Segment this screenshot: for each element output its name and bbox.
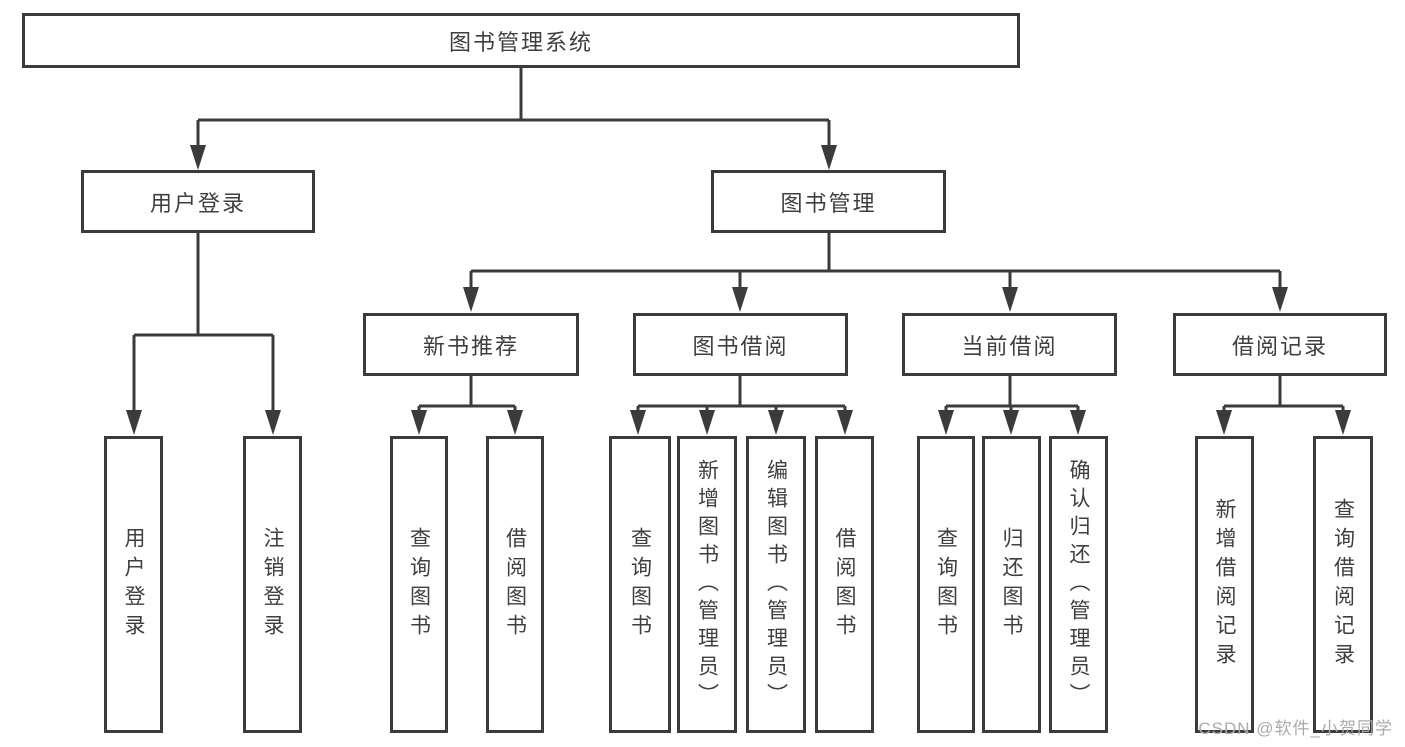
node-label: 新书推荐 (422, 333, 519, 359)
connector-current-borrow (938, 376, 1086, 435)
leaf-borrow-books-recommend: 借阅图书 (486, 436, 544, 733)
node-user-login: 用户登录 (81, 170, 315, 233)
node-label: 当前借阅 (961, 333, 1058, 359)
leaf-confirm-return-admin: 确认归还（管理员） (1049, 436, 1108, 733)
node-book-borrow: 图书借阅 (633, 313, 848, 376)
leaf-label: 查询图书 (934, 526, 958, 643)
watermark-text: CSDN @软件_小贺同学 (1198, 719, 1393, 738)
leaf-query-borrow-record: 查询借阅记录 (1313, 436, 1373, 733)
node-label: 图书管理 (780, 190, 877, 216)
leaf-label: 借阅图书 (833, 526, 856, 643)
leaf-user-login: 用户登录 (104, 436, 163, 733)
node-borrow-records: 借阅记录 (1173, 313, 1387, 376)
connector-new-book-recommend (411, 376, 523, 435)
leaf-label: 新增图书（管理员） (695, 458, 719, 711)
leaf-borrow-books-borrow: 借阅图书 (815, 436, 874, 733)
leaf-return-books: 归还图书 (982, 436, 1041, 733)
leaf-add-books-admin: 新增图书（管理员） (677, 436, 737, 733)
node-current-borrow: 当前借阅 (902, 313, 1117, 376)
node-label: 用户登录 (149, 190, 246, 216)
leaf-label: 查询图书 (407, 526, 431, 643)
leaf-label: 查询图书 (628, 526, 652, 643)
connector-root (190, 68, 837, 170)
leaf-label: 编辑图书（管理员） (764, 458, 788, 711)
leaf-label: 新增借阅记录 (1213, 497, 1236, 672)
node-label: 借阅记录 (1231, 333, 1328, 359)
leaf-label: 查询借阅记录 (1331, 497, 1355, 672)
leaf-query-books-current: 查询图书 (917, 436, 975, 733)
leaf-query-books-borrow: 查询图书 (609, 436, 671, 733)
leaf-label: 注销登录 (261, 526, 284, 643)
leaf-query-books-recommend: 查询图书 (390, 436, 448, 733)
connector-book-borrow (630, 376, 853, 435)
node-label: 图书管理系统 (448, 29, 593, 55)
leaf-label: 借阅图书 (503, 526, 527, 643)
leaf-edit-books-admin: 编辑图书（管理员） (746, 436, 806, 733)
connector-user-login (126, 233, 281, 435)
leaf-label: 用户登录 (122, 526, 145, 643)
connector-borrow-records (1216, 376, 1351, 435)
node-label: 图书借阅 (692, 333, 789, 359)
leaf-label: 确认归还（管理员） (1067, 458, 1090, 711)
node-library-management-system: 图书管理系统 (22, 13, 1020, 68)
node-new-book-recommend: 新书推荐 (363, 313, 579, 376)
leaf-add-borrow-record: 新增借阅记录 (1195, 436, 1254, 733)
leaf-label: 归还图书 (1000, 526, 1023, 643)
node-book-management: 图书管理 (711, 170, 946, 233)
leaf-logout: 注销登录 (243, 436, 302, 733)
connector-book-management (463, 233, 1288, 312)
